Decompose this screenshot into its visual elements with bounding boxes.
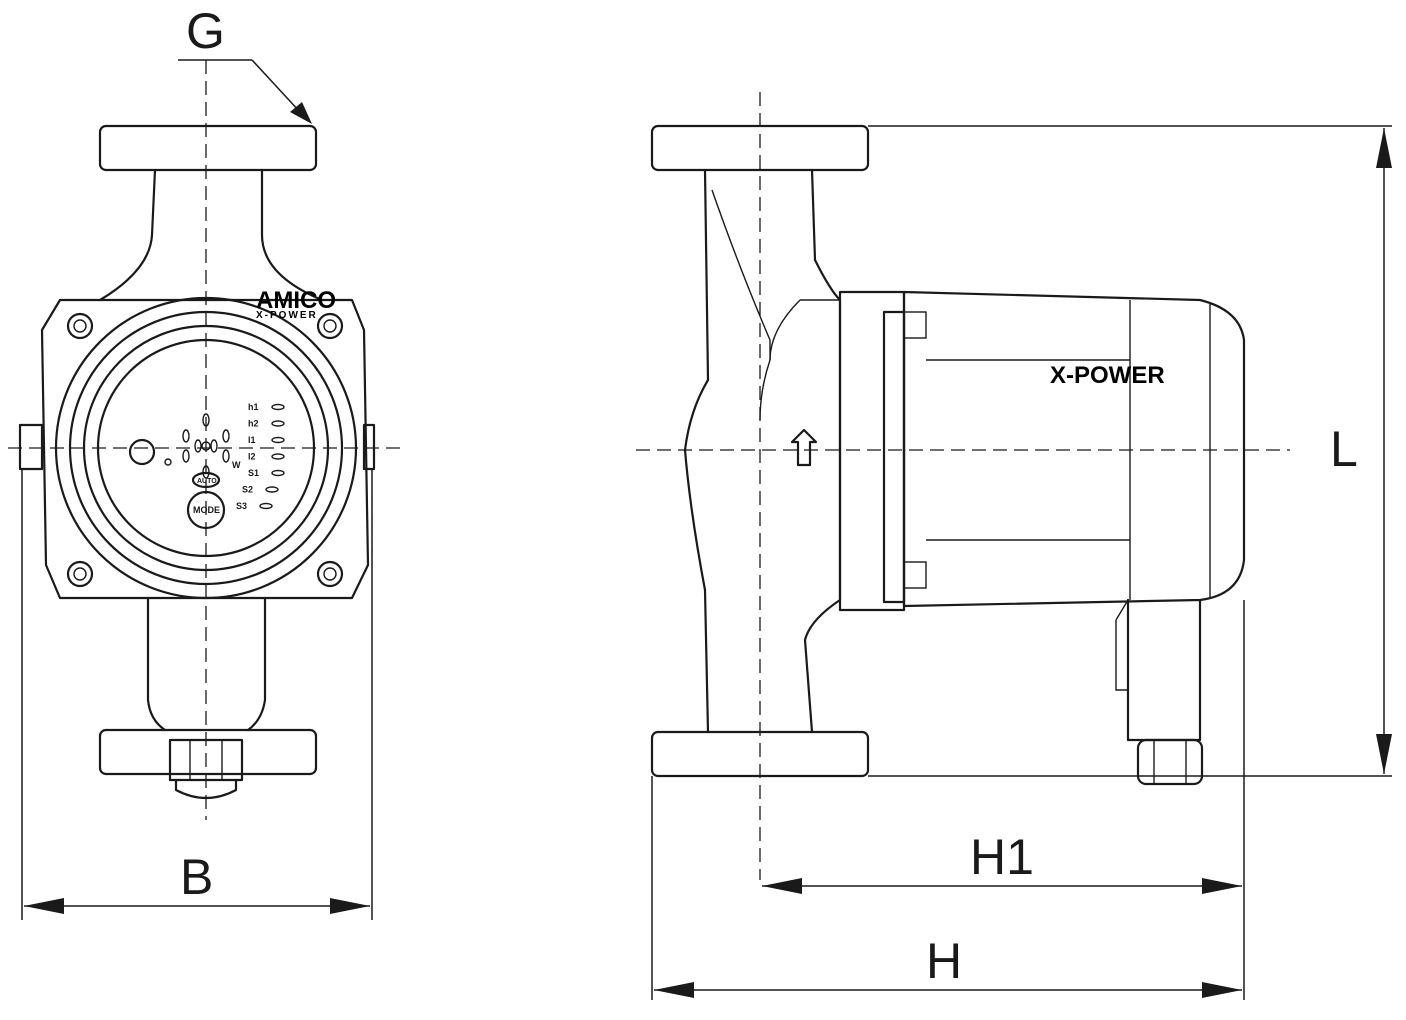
flow-direction-arrow <box>790 428 818 467</box>
side-cable-gland <box>1136 738 1204 786</box>
outer-ring <box>54 296 358 600</box>
dimension-h1-label: H1 <box>970 829 1034 885</box>
motor-flange-plate <box>838 290 906 612</box>
cable-gland <box>168 738 244 782</box>
setting-led-l2 <box>271 453 285 460</box>
bolt-bottom-left <box>66 560 94 588</box>
setting-led-s2 <box>265 486 279 493</box>
motor-body <box>902 290 1246 608</box>
front-brand-sub: X-POWER <box>256 310 318 321</box>
power-icon <box>128 438 156 466</box>
auto-label: AUTO <box>197 478 217 485</box>
front-top-flange <box>98 124 318 172</box>
right-lug <box>362 423 376 471</box>
setting-led-s1 <box>271 469 285 477</box>
w-label: W <box>232 460 241 470</box>
setting-label-l2: l2 <box>248 452 256 462</box>
setting-label-h1: h1 <box>248 402 259 412</box>
setting-label-l1: l1 <box>248 435 256 445</box>
setting-label-s3: S3 <box>236 501 247 511</box>
pump-body-left <box>683 168 710 734</box>
side-top-flange <box>650 124 870 172</box>
front-bottom-neck <box>146 596 267 732</box>
front-top-neck <box>98 168 324 302</box>
left-lug <box>18 423 44 471</box>
front-brand-label: AMICO <box>256 287 336 314</box>
setting-led-h2 <box>271 420 285 427</box>
bolt-bottom-right <box>316 560 344 588</box>
side-bottom-flange <box>650 730 870 778</box>
setting-led-s3 <box>259 502 273 510</box>
bolt-top-left <box>66 312 94 340</box>
motor-screw-top <box>903 311 927 339</box>
terminal-box <box>1126 598 1202 742</box>
motor-screw-bottom <box>903 561 927 589</box>
mode-button-label: MODE <box>193 505 220 515</box>
control-face <box>96 338 316 558</box>
dimension-l-label: L <box>1330 421 1358 477</box>
side-view: L H1 H X-POWER <box>636 92 1392 1000</box>
setting-label-s2: S2 <box>242 485 253 495</box>
front-housing <box>40 298 370 600</box>
auto-indicator <box>191 471 221 489</box>
bolt-top-right <box>316 312 344 340</box>
front-bottom-flange <box>98 728 318 776</box>
setting-led-l1 <box>271 436 285 444</box>
side-brand-label: X-POWER <box>1050 362 1165 389</box>
mode-button[interactable] <box>186 490 226 530</box>
dimension-b-label: B <box>180 849 213 905</box>
setting-label-h2: h2 <box>248 419 259 429</box>
setting-led-h1 <box>271 403 285 411</box>
dimension-h-label: H <box>926 933 962 989</box>
dimension-g-label: G <box>186 3 225 59</box>
led-pattern <box>182 413 230 479</box>
setting-label-s1: S1 <box>248 468 259 478</box>
